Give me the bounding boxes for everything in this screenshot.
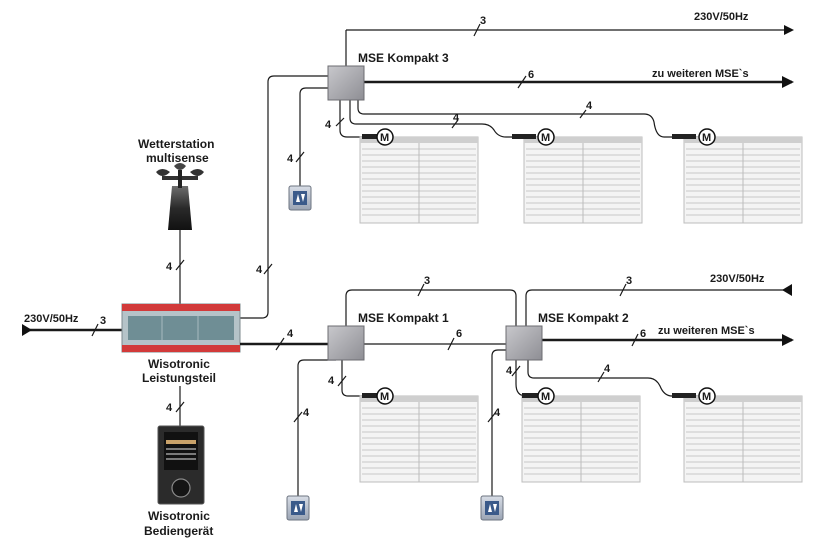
count-mse3-motor3: 4 (586, 100, 593, 112)
weather-station-icon[interactable] (156, 163, 204, 230)
motor-icon-bottom-3: M (698, 387, 716, 405)
mse-kompakt-3-box[interactable] (327, 65, 365, 101)
count-mse1-motor: 4 (328, 375, 335, 387)
mse2-motor-b-cable (527, 360, 698, 397)
mid-loop-cable (345, 289, 517, 326)
svg-text:M: M (541, 132, 550, 144)
count-mse3-switch: 4 (287, 153, 294, 165)
wisotronic-controller-device[interactable] (157, 425, 205, 505)
count-mse2-switch: 4 (494, 407, 501, 419)
mse1-switch-cable (297, 359, 336, 496)
count-top-power: 3 (480, 15, 486, 27)
left-power-arrow (22, 324, 32, 336)
blind-top-3 (683, 136, 803, 224)
mse3-label: MSE Kompakt 3 (358, 51, 449, 65)
wisotronic-power-unit[interactable] (121, 303, 241, 353)
count-ctrl: 4 (166, 402, 173, 414)
count-mid-power: 3 (626, 275, 632, 287)
svg-text:M: M (541, 391, 550, 403)
count-mse2-motor-b: 4 (604, 363, 611, 375)
wiso-to-mse3-cable (240, 75, 330, 319)
svg-text:M: M (702, 391, 711, 403)
count-mse1-to-mse2: 6 (456, 328, 462, 340)
blind-bottom-3 (683, 395, 803, 483)
blind-bottom-2 (521, 395, 641, 483)
count-weather: 4 (166, 261, 173, 273)
count-mse3-motor2: 4 (453, 112, 460, 124)
mse3-motor2-cable (349, 100, 538, 138)
motor-icon-bottom-1: M (376, 387, 394, 405)
count-mid-further: 6 (640, 328, 646, 340)
blind-top-2 (523, 136, 643, 224)
weather-label-line2: multisense (146, 151, 209, 165)
further-label-top: zu weiteren MSE`s (652, 68, 749, 80)
motor-icon-top-2: M (537, 128, 555, 146)
power-label-mid: 230V/50Hz (710, 273, 765, 285)
mse3-switch-cable (299, 87, 330, 186)
mse2-switch-cable (491, 349, 508, 496)
mse1-label: MSE Kompakt 1 (358, 311, 449, 325)
mid-power-line (525, 289, 792, 326)
mid-power-arrow (782, 284, 792, 296)
further-label-mid: zu weiteren MSE`s (658, 325, 755, 337)
mse-kompakt-1-box[interactable] (327, 325, 365, 361)
svg-text:M: M (380, 132, 389, 144)
wiso-power-label-line1: Wisotronic (148, 357, 210, 371)
svg-text:M: M (380, 391, 389, 403)
motor-icon-top-1: M (376, 128, 394, 146)
mse3-wall-switch-icon[interactable] (288, 185, 312, 211)
weather-label-line1: Wetterstation (138, 137, 214, 151)
top-power-arrow (784, 25, 794, 35)
mse2-further-arrow (782, 334, 794, 346)
motor-icon-bottom-2: M (537, 387, 555, 405)
mse3-motor3-cable (357, 100, 698, 138)
wiso-ctrl-label-line1: Wisotronic (148, 509, 210, 523)
mse3-further-arrow (782, 76, 794, 88)
power-label-top: 230V/50Hz (694, 11, 749, 23)
blind-bottom-1 (359, 395, 479, 483)
mse1-wall-switch-icon[interactable] (286, 495, 310, 521)
wiso-ctrl-label-line2: Bediengerät (144, 524, 213, 538)
mse3-motor1-cable (339, 100, 376, 138)
count-wiso-to-mse1: 4 (287, 328, 294, 340)
count-left-power: 3 (100, 315, 106, 327)
power-label-left: 230V/50Hz (24, 313, 79, 325)
wiso-power-label-line2: Leistungsteil (142, 371, 216, 385)
mse1-motor-cable (341, 360, 376, 397)
count-mse3-motor1: 4 (325, 119, 332, 131)
svg-text:M: M (702, 132, 711, 144)
count-mid-loop: 3 (424, 275, 430, 287)
count-mse1-switch: 4 (303, 407, 310, 419)
blind-top-1 (359, 136, 479, 224)
count-top-further: 6 (528, 69, 534, 81)
count-mse2-motor-a: 4 (506, 365, 513, 377)
mse2-label: MSE Kompakt 2 (538, 311, 629, 325)
mse2-wall-switch-icon[interactable] (480, 495, 504, 521)
mse-kompakt-2-box[interactable] (505, 325, 543, 361)
count-wiso-to-mse3: 4 (256, 264, 263, 276)
motor-icon-top-3: M (698, 128, 716, 146)
